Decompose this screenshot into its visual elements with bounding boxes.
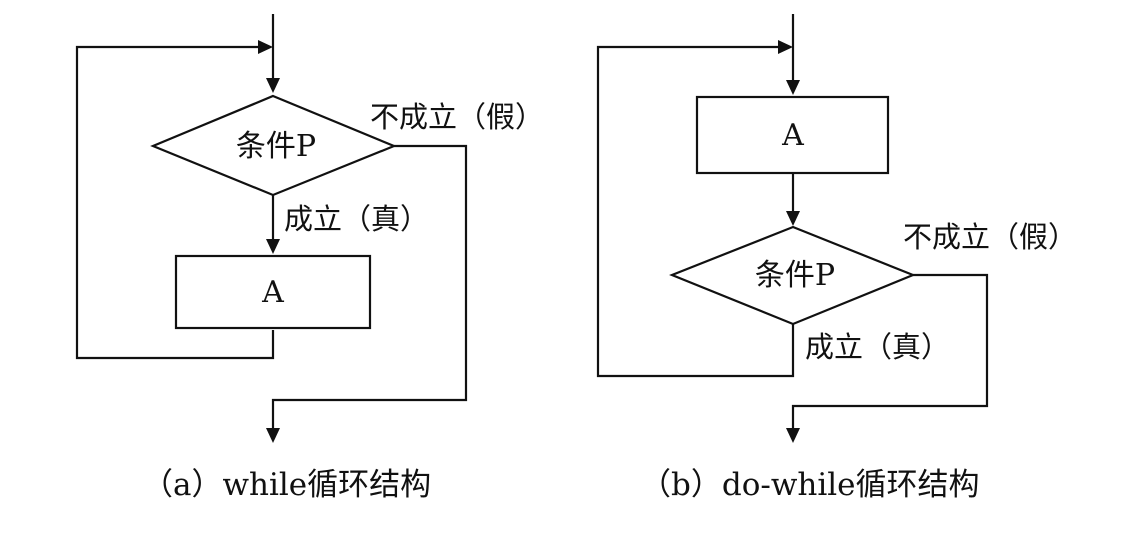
do-while-caption: （b）do-while循环结构: [640, 467, 980, 503]
while-flowchart: 条件P 成立（真） A 不成立（假） （a）while循环结构: [75, 14, 544, 503]
while-action-box: [174, 254, 372, 330]
while-entry-arrowhead: [266, 78, 280, 93]
do-while-action-text: A: [781, 118, 804, 153]
while-exit-arrowhead: [266, 428, 280, 443]
do-while-false-label: 不成立（假）: [903, 220, 1077, 254]
while-false-label: 不成立（假）: [370, 100, 544, 134]
do-while-condition-arrowhead: [786, 211, 800, 226]
while-condition-text: 条件P: [236, 129, 316, 164]
do-while-entry-arrowhead: [786, 80, 800, 95]
while-caption: （a）while循环结构: [142, 467, 431, 503]
do-while-exit-arrowhead: [786, 428, 800, 443]
while-false-line: [271, 144, 468, 430]
while-true-arrowhead: [266, 239, 280, 254]
do-while-false-line: [791, 273, 989, 430]
do-while-true-label: 成立（真）: [805, 330, 950, 364]
while-loop-back-arrowhead: [258, 40, 273, 54]
while-true-label: 成立（真）: [284, 202, 429, 236]
do-while-loop-back-line: [596, 45, 795, 378]
do-while-condition-diamond: [669, 225, 916, 326]
while-loop-back-line: [75, 45, 275, 360]
do-while-loop-back-arrowhead: [778, 40, 793, 54]
do-while-condition-text: 条件P: [755, 258, 835, 293]
while-action-text: A: [261, 275, 284, 310]
do-while-flowchart: A 条件P 成立（真） 不成立（假） （b）do-while循环结构: [596, 14, 1077, 503]
